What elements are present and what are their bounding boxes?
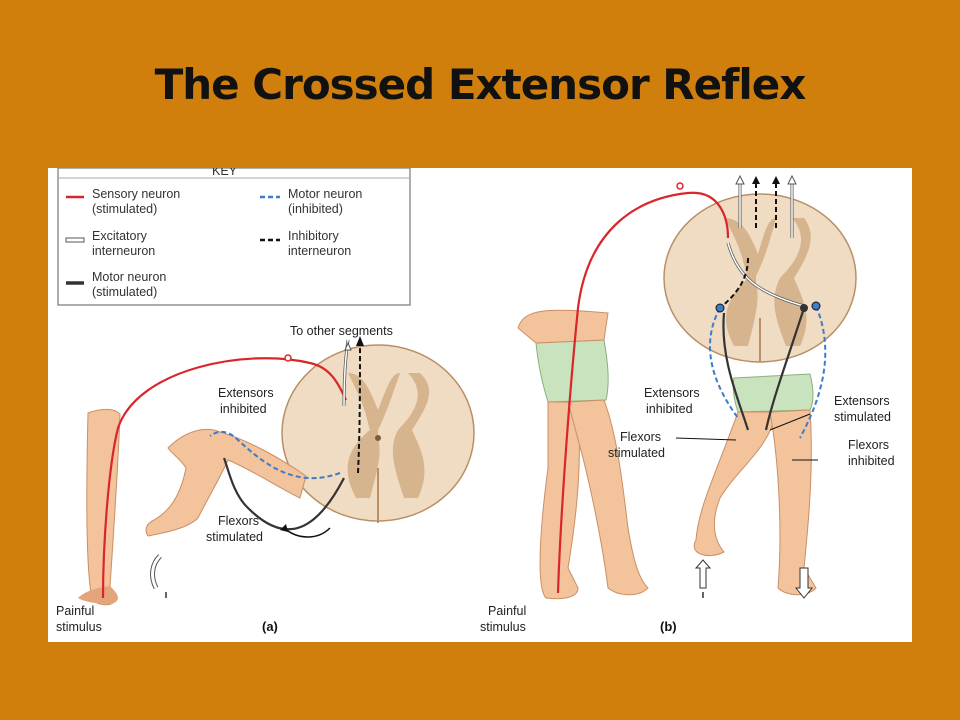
key-sensory-line2: (stimulated)	[92, 202, 157, 216]
sensory-ganglion-b	[676, 182, 684, 190]
label-a-flexors-stimulated-2: stimulated	[206, 530, 263, 544]
label-b-extensors-stimulated-1: Extensors	[834, 394, 890, 408]
bent-leg-a	[145, 428, 307, 537]
spinal-cord-b	[663, 193, 857, 363]
motor-neuron-stimulated-a	[222, 457, 345, 531]
key-motor-stim-line2: (stimulated)	[92, 285, 157, 299]
panel-a-label: (a)	[262, 619, 278, 634]
key-motor-inhib-line1: Motor neuron	[288, 187, 362, 201]
key-sensory-line1: Sensory neuron	[92, 187, 180, 201]
key-inhibitory-line2: interneuron	[288, 244, 351, 258]
key-swatch-excitatory	[65, 237, 85, 243]
key-excitatory-line1: Excitatory	[92, 229, 148, 243]
key-excitatory-line2: interneuron	[92, 244, 155, 258]
panel-a: To other segments Extensors inhibited Fl…	[56, 324, 475, 634]
label-a-extensors-inhibited-1: Extensors	[218, 386, 274, 400]
inhibitory-interneuron-a	[357, 339, 361, 474]
label-b-flexors-inhibited-2: inhibited	[848, 454, 895, 468]
key-heading: KEY	[212, 168, 238, 178]
spinal-cord-a	[281, 344, 475, 523]
label-a-extensors-inhibited-2: inhibited	[220, 402, 267, 416]
motor-neuron-stimulated-b-left	[722, 312, 750, 431]
label-b-flexors-stimulated-1: Flexors	[620, 430, 661, 444]
label-b-extensors-inhibited-1: Extensors	[644, 386, 700, 400]
upward-arrow-icon	[694, 559, 712, 589]
key-motor-inhib-line2: (inhibited)	[288, 202, 343, 216]
label-b-painful-stimulus-2: stimulus	[480, 620, 526, 634]
standing-leg-a	[78, 408, 121, 606]
key-motor-stim-line1: Motor neuron	[92, 270, 166, 284]
label-b-flexors-stimulated-2: stimulated	[608, 446, 665, 460]
reflex-figure: KEY Sensory neuron (stimulated) Excitato…	[48, 168, 912, 642]
slide-title: The Crossed Extensor Reflex	[154, 60, 807, 109]
label-a-painful-stimulus-1: Painful	[56, 604, 94, 618]
walking-legs-b	[517, 309, 649, 600]
panel-b-label: (b)	[660, 619, 677, 634]
crossed-legs-b	[693, 409, 817, 596]
label-a-flexors-stimulated-1: Flexors	[218, 514, 259, 528]
key-inhibitory-line1: Inhibitory	[288, 229, 339, 243]
sensory-ganglion-a	[284, 354, 292, 362]
downward-arrow-icon	[794, 567, 814, 599]
panel-b: Extensors inhibited Flexors stimulated E…	[480, 174, 895, 634]
label-b-extensors-stimulated-2: stimulated	[834, 410, 891, 424]
label-to-other-segments: To other segments	[290, 324, 393, 338]
sensory-neuron-b	[556, 191, 730, 594]
motor-neuron-stimulated-b-right	[764, 307, 806, 431]
sensory-neuron-a	[101, 357, 347, 599]
motor-neuron-inhibited-b-right	[799, 305, 827, 439]
label-b-extensors-inhibited-2: inhibited	[646, 402, 693, 416]
motor-neuron-inhibited-b-left	[709, 307, 739, 419]
label-b-painful-stimulus-1: Painful	[488, 604, 526, 618]
key-legend: KEY Sensory neuron (stimulated) Excitato…	[57, 168, 411, 306]
label-a-painful-stimulus-2: stimulus	[56, 620, 102, 634]
label-b-flexors-inhibited-1: Flexors	[848, 438, 889, 452]
